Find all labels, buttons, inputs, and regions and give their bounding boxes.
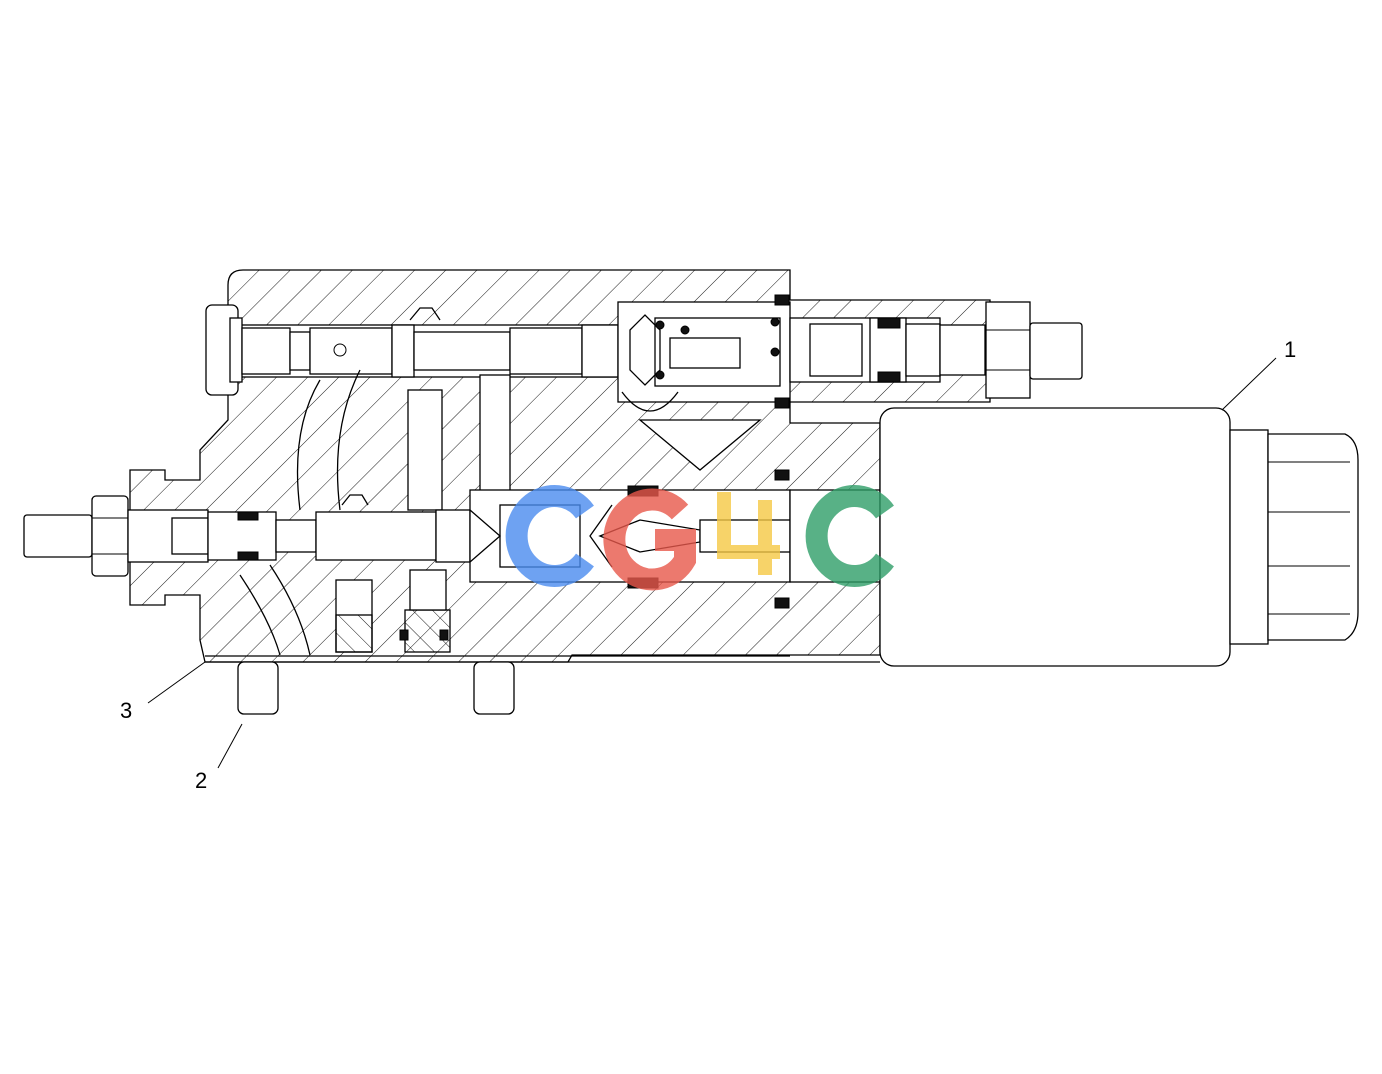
solenoid xyxy=(879,407,1359,667)
internal-passages xyxy=(239,369,762,656)
callout-2: 2 xyxy=(195,723,243,793)
callout-label-3: 3 xyxy=(120,698,132,723)
dowel-pins xyxy=(237,661,515,715)
callout-label-1: 1 xyxy=(1284,337,1296,362)
upper-adjuster xyxy=(789,301,1083,399)
upper-bore xyxy=(205,304,639,396)
callout-3: 3 xyxy=(120,661,206,723)
watermark-letter-c1 xyxy=(505,485,594,587)
upper-check-valve xyxy=(617,294,791,412)
callout-label-2: 2 xyxy=(195,768,207,793)
callout-1: 1 xyxy=(1221,337,1296,411)
watermark-letter-g xyxy=(603,488,696,591)
watermark-letter-c2 xyxy=(805,485,894,587)
watermark-letter-4 xyxy=(717,492,780,575)
watermark-logo xyxy=(505,485,894,591)
